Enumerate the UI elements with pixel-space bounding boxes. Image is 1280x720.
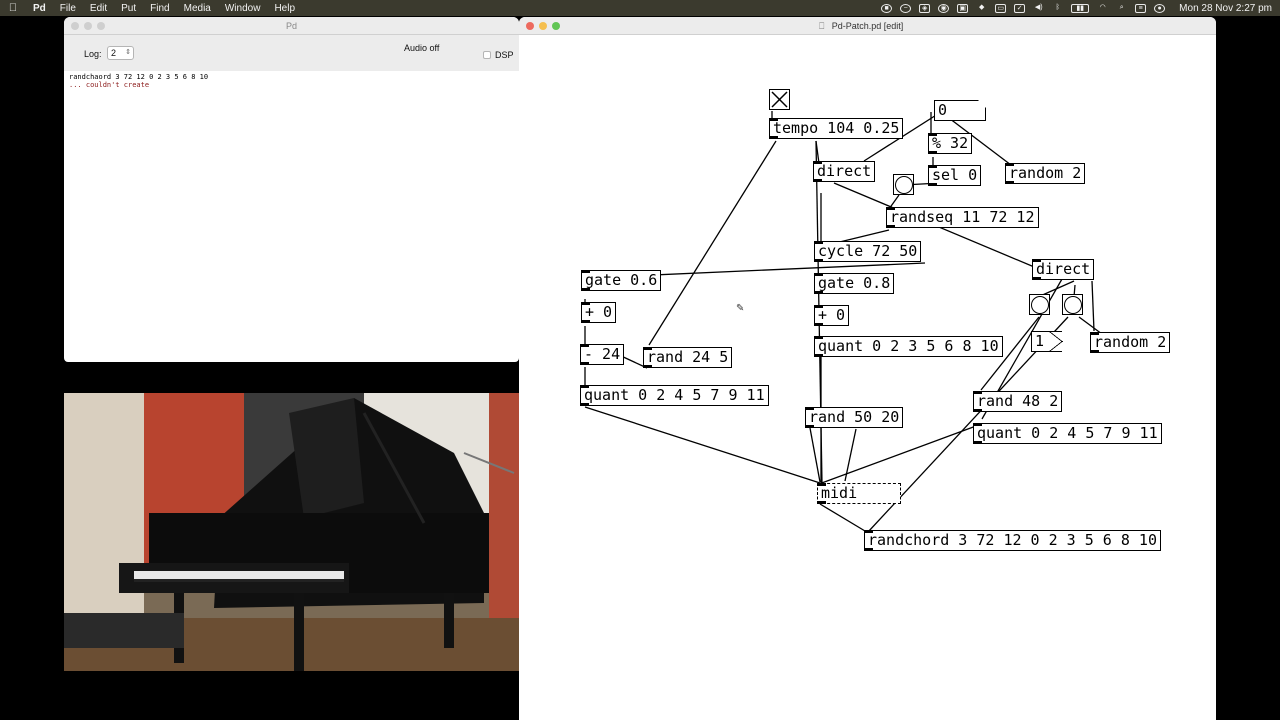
eye-icon[interactable]: ◉ — [938, 3, 950, 13]
console-toolbar: Log: 2 ⇕ Audio off DSP — [64, 35, 519, 71]
status-area: ■ − ◈ ◉ ▣ ◆ ▭ ✓ ◀) ᛒ ▮▮ ◠ ⌕ ≡ ● Mon 28 N… — [881, 0, 1280, 16]
shield-icon[interactable]: ◈ — [919, 3, 931, 13]
dropbox-icon[interactable]: ◆ — [978, 3, 985, 11]
object-gate-2[interactable]: gate 0.8 — [814, 273, 895, 294]
menu-window[interactable]: Window — [224, 2, 261, 14]
close-button[interactable] — [71, 22, 79, 30]
menu-put[interactable]: Put — [121, 2, 137, 14]
pd-patch-window: ⎕ Pd-Patch.pd [edit] — [519, 17, 1216, 720]
object-direct-2[interactable]: direct — [1032, 259, 1095, 280]
window-controls — [526, 22, 560, 30]
object-tempo[interactable]: tempo 104 0.25 — [769, 118, 904, 139]
log-level-select[interactable]: 2 ⇕ — [107, 46, 134, 60]
menu-help[interactable]: Help — [274, 2, 296, 14]
minimize-button[interactable] — [84, 22, 92, 30]
clock[interactable]: Mon 28 Nov 2:27 pm — [1179, 2, 1272, 14]
message-box[interactable]: 1 — [1031, 330, 1064, 352]
pd-console-window: Pd Log: 2 ⇕ Audio off DSP randchaord 3 7… — [64, 17, 519, 362]
window-controls — [71, 22, 105, 30]
object-direct-1[interactable]: direct — [813, 161, 876, 182]
bang-button[interactable] — [893, 174, 914, 195]
cursor-icon: ✎ — [736, 303, 745, 314]
zoom-button[interactable] — [552, 22, 560, 30]
object-quant-3[interactable]: quant 0 2 4 5 7 9 11 — [973, 423, 1162, 444]
battery-icon[interactable]: ▮▮ — [1071, 3, 1090, 13]
minus-icon[interactable]: − — [900, 3, 912, 13]
audio-status: Audio off — [404, 43, 440, 53]
search-icon[interactable]: ⌕ — [1119, 3, 1124, 11]
object-rand-1[interactable]: rand 24 5 — [643, 347, 733, 368]
object-sel[interactable]: sel 0 — [928, 165, 982, 186]
console-title: Pd — [285, 21, 297, 31]
number-box[interactable]: 0 — [934, 100, 986, 121]
piano-image — [64, 393, 519, 671]
siri-icon[interactable]: ● — [1154, 3, 1166, 13]
log-line: randchaord 3 72 12 0 2 3 5 6 8 10 — [69, 73, 209, 81]
object-randseq[interactable]: randseq 11 72 12 — [886, 207, 1039, 228]
close-button[interactable] — [526, 22, 534, 30]
log-label: Log: — [84, 49, 102, 59]
log-level-value: 2 — [111, 48, 117, 58]
display-icon[interactable]: ▭ — [995, 3, 1007, 13]
toggle[interactable] — [769, 89, 790, 110]
object-rand-2[interactable]: rand 50 20 — [805, 407, 904, 428]
bang-button[interactable] — [1029, 294, 1050, 315]
object-random-2[interactable]: random 2 — [1090, 332, 1171, 353]
wifi-icon[interactable]: ◠ — [1099, 3, 1106, 11]
menu-edit[interactable]: Edit — [89, 2, 108, 14]
object-plus-1[interactable]: + 0 — [581, 302, 617, 323]
object-gate-1[interactable]: gate 0.6 — [581, 270, 662, 291]
menu-bar:  Pd File Edit Put Find Media Window Hel… — [0, 0, 1280, 16]
object-rand-3[interactable]: rand 48 2 — [973, 391, 1063, 412]
console-titlebar[interactable]: Pd — [64, 17, 519, 35]
menu-find[interactable]: Find — [150, 2, 170, 14]
minimize-button[interactable] — [539, 22, 547, 30]
object-minus[interactable]: - 24 — [580, 344, 625, 365]
object-quant-2[interactable]: quant 0 2 3 5 6 8 10 — [814, 336, 1003, 357]
object-midi[interactable]: midi — [817, 483, 901, 504]
menu-media[interactable]: Media — [183, 2, 211, 14]
bang-button[interactable] — [1062, 294, 1083, 315]
piano-video — [64, 393, 519, 671]
zoom-button[interactable] — [97, 22, 105, 30]
log-line-error: ... couldn't create — [69, 81, 150, 89]
document-icon: ⎕ — [819, 21, 825, 31]
shield-check-icon[interactable]: ✓ — [1014, 3, 1026, 13]
menu-app[interactable]: Pd — [33, 2, 46, 14]
object-random-1[interactable]: random 2 — [1005, 163, 1086, 184]
bluetooth-icon[interactable]: ᛒ — [1055, 3, 1060, 11]
stop-icon[interactable]: ■ — [881, 3, 893, 13]
console-log: randchaord 3 72 12 0 2 3 5 6 8 10 ... co… — [64, 71, 519, 91]
dsp-checkbox[interactable] — [483, 51, 491, 59]
menu-file[interactable]: File — [59, 2, 76, 14]
patch-title: Pd-Patch.pd [edit] — [831, 21, 904, 31]
lock-icon[interactable]: ▣ — [957, 3, 969, 13]
chevron-updown-icon: ⇕ — [125, 49, 131, 56]
object-modulo[interactable]: % 32 — [928, 133, 973, 154]
volume-icon[interactable]: ◀) — [1034, 3, 1043, 11]
patch-canvas[interactable]: tempo 104 0.25 0 % 32 direct sel 0 rando… — [519, 35, 1216, 720]
apple-menu-icon[interactable]:  — [0, 2, 26, 14]
patch-titlebar[interactable]: ⎕ Pd-Patch.pd [edit] — [519, 17, 1216, 35]
object-quant-1[interactable]: quant 0 2 4 5 7 9 11 — [580, 385, 769, 406]
object-randchord[interactable]: randchord 3 72 12 0 2 3 5 6 8 10 — [864, 530, 1161, 551]
dsp-label: DSP — [495, 50, 514, 60]
object-plus-2[interactable]: + 0 — [814, 305, 850, 326]
control-center-icon[interactable]: ≡ — [1135, 3, 1147, 13]
object-cycle[interactable]: cycle 72 50 — [814, 241, 922, 262]
